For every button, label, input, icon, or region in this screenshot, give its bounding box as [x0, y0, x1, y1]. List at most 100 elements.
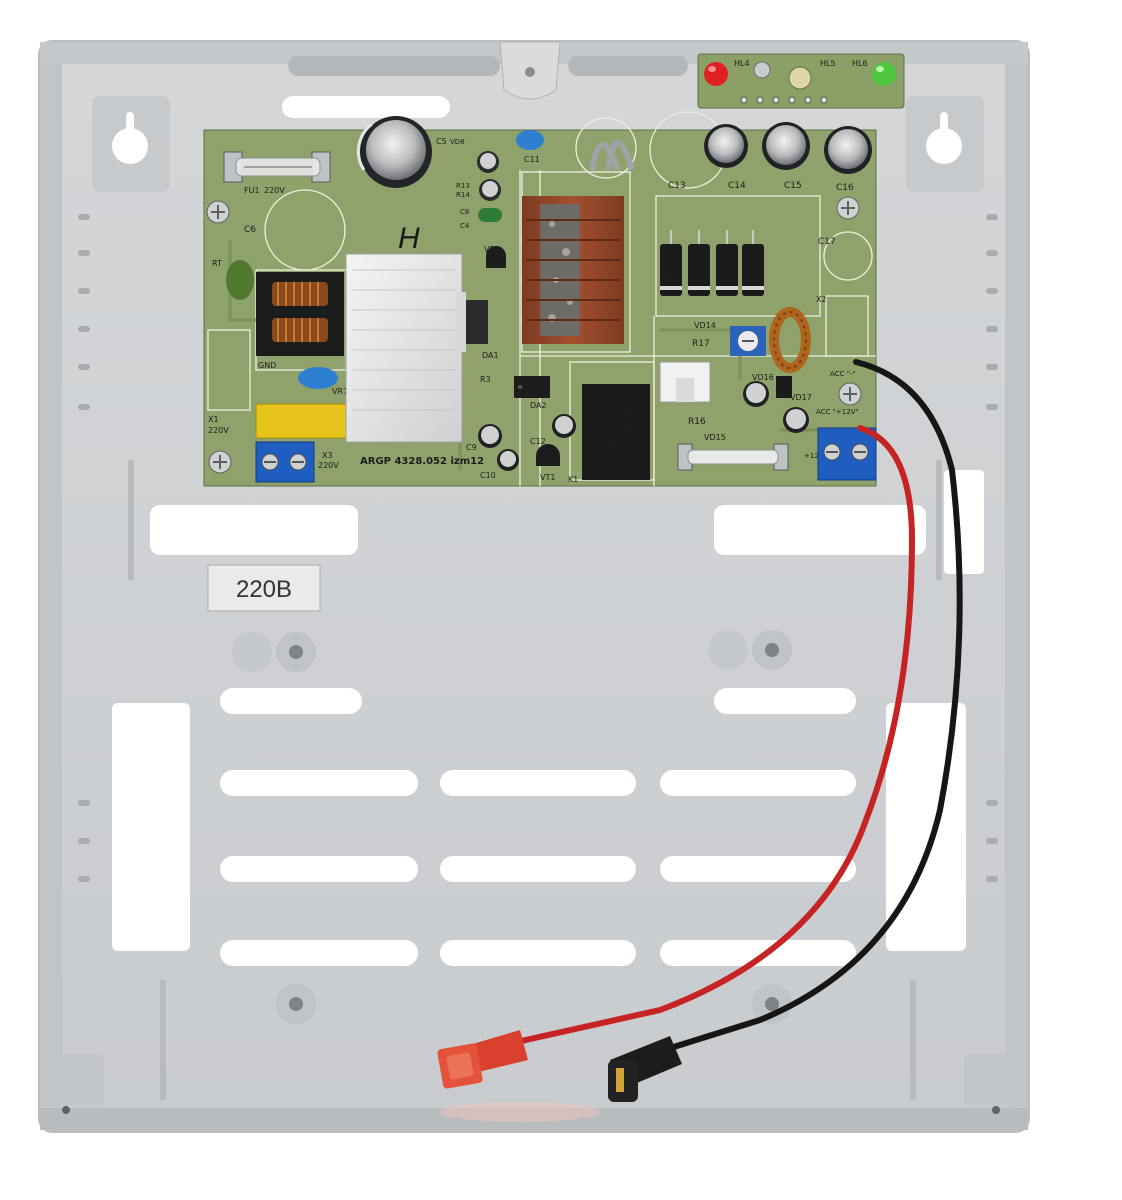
- transistor-vt1: [536, 444, 560, 466]
- label-c6: C6: [244, 225, 256, 235]
- label-c11: C11: [524, 155, 540, 164]
- label-c4: C4: [460, 222, 470, 230]
- board-marking: ARGP 4328.052 izm12: [360, 456, 484, 467]
- varistor-vr1: [298, 367, 338, 389]
- capacitor-c5: [356, 116, 432, 188]
- white-connector: [659, 361, 711, 403]
- label-vd14: VD14: [694, 321, 716, 330]
- label-gnd: GND: [258, 361, 276, 370]
- capacitor-c14: [704, 124, 748, 168]
- capacitor-ceramic-c11: [516, 130, 544, 150]
- side-cutout: [112, 703, 190, 951]
- capacitor-c12: [552, 414, 576, 438]
- floor-vent-grid: [220, 688, 856, 966]
- capacitor-c15: [762, 122, 810, 170]
- label-vd16: VD16: [752, 373, 774, 382]
- rectifier-diodes: [660, 230, 764, 296]
- voltage-label-sticker: 220B: [207, 564, 321, 612]
- transistor: [486, 246, 506, 268]
- label-r13: R13: [456, 182, 470, 190]
- standoff: [752, 984, 792, 1024]
- capacitor-c16: [824, 126, 872, 174]
- right-wall: [1005, 42, 1027, 1130]
- relay-model: SRA-12VDC-AH: [610, 396, 618, 449]
- relay-k1: KYR SRA-12VDC-AH 5A 250VAC: [582, 384, 650, 480]
- label-plus12: +12V: [804, 452, 824, 460]
- label-c12: C12: [530, 437, 546, 446]
- wire-negative: [661, 359, 963, 1053]
- capacitor-film: [478, 208, 502, 222]
- floor-slot: [150, 505, 358, 555]
- left-wall: [40, 42, 62, 1130]
- label-fu1-rating: 220V: [264, 186, 285, 195]
- led-indicator-board: HL4 HL5 HL6: [697, 53, 905, 109]
- label-k1: K1: [568, 475, 578, 484]
- led-red: [704, 62, 728, 86]
- side-cutout: [944, 470, 984, 574]
- label-r17: R17: [692, 339, 710, 349]
- diode-marking: SF: [664, 268, 676, 279]
- main-pcb: FU1 220V C5 VD8 C11 R13 R14 C8 C4 VD9 C6…: [203, 111, 877, 487]
- label-c16: C16: [836, 183, 854, 193]
- grey-wire-loop: [589, 140, 635, 172]
- label-c10: C10: [480, 471, 496, 480]
- battery-terminal-negative: [608, 1036, 682, 1102]
- label-c15: C15: [784, 181, 802, 191]
- standoff: [276, 984, 316, 1024]
- label-c14: C14: [728, 181, 746, 191]
- label-vt1: VT1: [540, 473, 555, 482]
- standoff-shadow: [232, 632, 272, 672]
- transformer: [522, 196, 624, 344]
- floor-rib: [128, 460, 134, 580]
- capacitor-c10: [497, 449, 519, 471]
- fuse-output: [677, 443, 789, 471]
- label-vr1: VR1: [332, 387, 348, 396]
- corner-boss: [56, 1054, 104, 1114]
- label-hl6: HL6: [852, 59, 868, 68]
- label-da1: DA1: [482, 351, 499, 360]
- label-x1: X1: [208, 415, 219, 424]
- label-c13: C13: [668, 181, 686, 191]
- relay-rating: 5A 250VAC: [622, 396, 630, 435]
- keyhole-mount-right: [906, 96, 984, 192]
- terminal-block-output: [817, 427, 877, 481]
- diode-marking: C: [748, 268, 755, 279]
- label-acc-minus: ACC "-": [830, 370, 856, 378]
- floor-rib: [936, 460, 942, 580]
- battery-wires: [505, 359, 963, 1053]
- label-vd8: VD8: [450, 138, 465, 146]
- led-header-pins: [740, 96, 828, 104]
- label-r14: R14: [456, 191, 470, 199]
- capacitor-c9: [478, 424, 502, 448]
- thermistor-rt: [226, 260, 254, 300]
- label-c17: C17: [818, 237, 836, 247]
- top-slot: [568, 56, 688, 76]
- standoff: [752, 630, 792, 670]
- pcb-screw: [208, 450, 232, 474]
- capacitor-x-class: [255, 403, 355, 439]
- wire-positive: [505, 425, 916, 1047]
- capacitor-vd17-area: [783, 407, 809, 433]
- side-vents-left: [78, 214, 90, 882]
- power-transistor-da1: [456, 292, 488, 352]
- relay-brand: KYR: [596, 400, 605, 416]
- label-x3: X3: [322, 451, 333, 460]
- led-center-pad: [788, 66, 812, 90]
- label-rt: RT: [212, 259, 222, 268]
- keyhole-mount-left: [92, 96, 170, 192]
- led-screw: [753, 61, 771, 79]
- label-r16: R16: [688, 417, 706, 427]
- label-c8: C8: [460, 208, 469, 216]
- top-latch-hole: [525, 67, 535, 77]
- label-x1-rating: 220V: [208, 426, 229, 435]
- label-hl4: HL4: [734, 59, 750, 68]
- label-c5: C5: [436, 137, 447, 146]
- pcb-screw: [836, 196, 860, 220]
- pcb-screw: [838, 382, 862, 406]
- label-r3: R3: [480, 375, 491, 384]
- capacitor-small: [479, 179, 501, 201]
- capacitor-vd16-area: [743, 381, 769, 407]
- floor-slot: [714, 505, 926, 555]
- label-c9: C9: [466, 443, 477, 452]
